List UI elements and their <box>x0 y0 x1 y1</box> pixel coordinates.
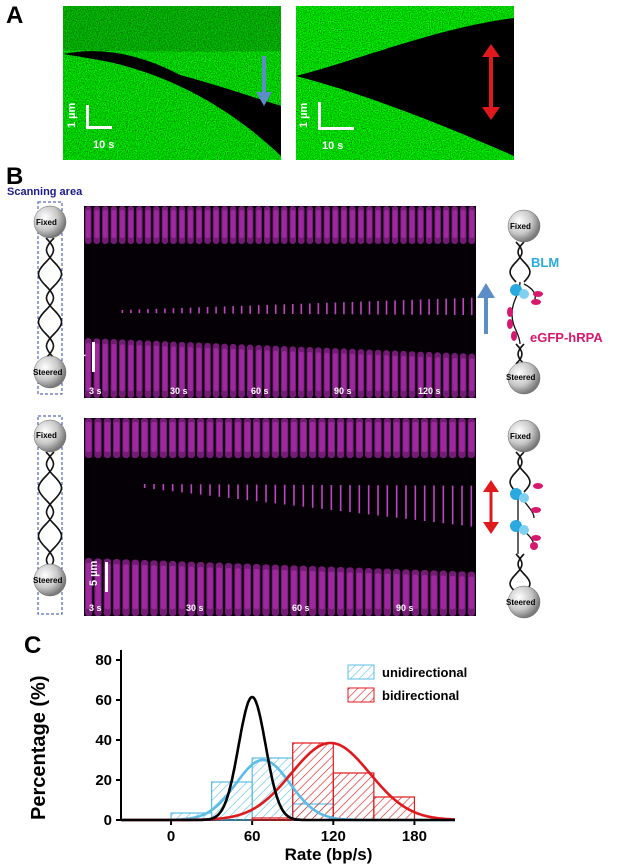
panel-label-b: B <box>6 163 24 190</box>
kymograph-b-top <box>84 206 476 398</box>
x-tick-label: 60 <box>244 828 261 845</box>
bead-label-steered: Steered <box>33 368 63 377</box>
legend-swatch-unidirectional <box>347 664 375 680</box>
time-label-b2-0: 3 s <box>89 603 102 613</box>
histogram-bar <box>332 772 375 821</box>
dna-schematic-top <box>33 201 67 395</box>
bead-label-fixed: Fixed <box>36 218 57 227</box>
histogram-bar <box>251 817 294 821</box>
scale-bar-horizontal-a1 <box>86 126 112 129</box>
scale-label-y-a2: 1 µm <box>298 102 310 128</box>
scale-label-b2: 5 µm <box>88 560 100 586</box>
rate-histogram-chart: 0 20 40 60 80 0 60 120 180 unidirectional bidire… <box>95 650 467 845</box>
scale-label-x-a1: 10 s <box>93 139 115 151</box>
kymograph-a-left <box>63 6 281 160</box>
scale-label-b1: 5 µm <box>74 340 86 366</box>
time-label-b1-3: 90 s <box>334 386 352 396</box>
scale-bar-b1 <box>92 342 95 372</box>
kymograph-b-bottom <box>84 418 476 616</box>
rpa-label: eGFP-hRPA <box>530 330 603 345</box>
protein-schematic-top <box>507 209 543 395</box>
legend-label-unidirectional: unidirectional <box>382 665 467 680</box>
panel-label-c: C <box>24 632 42 659</box>
kymograph-a-right <box>296 6 514 160</box>
blm-label: BLM <box>531 255 560 270</box>
scale-bar-vertical-a1 <box>86 105 89 129</box>
histogram-bar <box>292 742 334 821</box>
scale-bar-vertical-a2 <box>318 102 321 130</box>
scale-bar-b2 <box>105 562 108 592</box>
bead-label-fixed-3: Fixed <box>510 222 531 231</box>
bead-label-fixed-4: Fixed <box>510 432 531 441</box>
time-label-b1-4: 120 s <box>418 386 441 396</box>
y-tick-label: 20 <box>95 772 112 789</box>
time-label-b2-2: 60 s <box>292 603 310 613</box>
chart-legend: unidirectional bidirectional <box>347 664 467 703</box>
x-tick-label: 0 <box>167 828 175 845</box>
dna-schematic-bottom <box>33 415 67 615</box>
x-tick-label: 180 <box>402 828 427 845</box>
time-label-b1-2: 60 s <box>251 386 269 396</box>
bead-label-steered-3: Steered <box>506 373 536 382</box>
histogram-bar <box>251 757 294 821</box>
bead-label-fixed-2: Fixed <box>36 431 57 440</box>
legend-swatch-bidirectional <box>347 687 375 703</box>
time-label-b1-0: 3 s <box>89 386 102 396</box>
chart-ylabel: Percentage (%) <box>28 675 50 821</box>
y-tick-label: 40 <box>95 732 112 749</box>
time-label-b1-1: 30 s <box>170 386 188 396</box>
y-tick-label: 0 <box>104 812 112 829</box>
double-arrow-icon <box>482 44 500 120</box>
arrow-down-icon <box>256 56 272 106</box>
chart-xlabel: Rate (bp/s) <box>284 845 373 864</box>
time-label-b2-3: 90 s <box>396 603 414 613</box>
fit-curve <box>121 695 455 822</box>
protein-schematic-bottom <box>507 419 543 619</box>
arrow-up-icon <box>477 283 495 334</box>
legend-label-bidirectional: bidirectional <box>382 688 459 703</box>
y-tick-label: 80 <box>95 652 112 669</box>
y-tick-label: 60 <box>95 692 112 709</box>
time-label-b2-1: 30 s <box>186 603 204 613</box>
panel-label-a: A <box>6 2 24 29</box>
bead-label-steered-2: Steered <box>33 576 63 585</box>
scale-label-x-a2: 10 s <box>322 140 344 152</box>
bead-label-steered-4: Steered <box>506 598 536 607</box>
scale-bar-horizontal-a2 <box>318 127 354 130</box>
x-tick-label: 120 <box>321 828 346 845</box>
scale-label-y-a1: 1 µm <box>66 102 78 128</box>
double-arrow-icon-b <box>483 480 499 534</box>
scanning-area-label: Scanning area <box>7 186 83 198</box>
